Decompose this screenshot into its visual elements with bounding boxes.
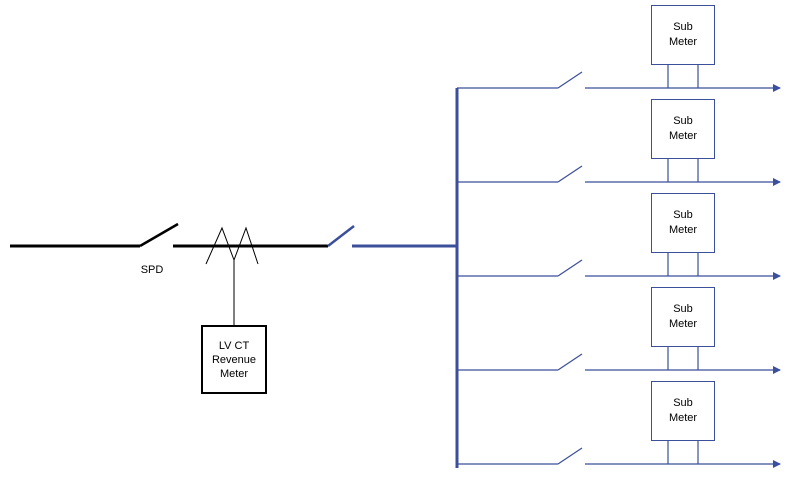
feeder-group <box>457 65 781 468</box>
spd-switch <box>139 222 179 248</box>
feeder-1-breaker <box>557 71 583 89</box>
feeder-5-breaker <box>557 447 583 465</box>
main-breaker-switch <box>327 225 355 247</box>
sub-meter-2-line-1: Sub <box>673 115 693 127</box>
sub-meter-3-line-1: Sub <box>673 209 693 221</box>
sub-meter-5-line-2: Meter <box>668 412 698 424</box>
revenue-meter-line-1: LV CT <box>218 339 250 352</box>
sub-meter-3-line-2: Meter <box>668 224 698 236</box>
sub-meter-1-line-1: Sub <box>673 21 693 33</box>
sub-meter-1-line-2: Meter <box>668 36 698 48</box>
feeder-3-breaker <box>557 259 583 277</box>
sub-meter-4-line-2: Meter <box>668 318 698 330</box>
sub-meter-4-line-1: Sub <box>673 303 693 315</box>
sub-meter-5-line-1: Sub <box>673 397 693 409</box>
feeder-4-breaker <box>557 353 583 371</box>
sub-meter-2-line-2: Meter <box>668 130 698 142</box>
revenue-meter-line-3: Meter <box>219 367 249 380</box>
feeder-2-breaker <box>557 165 583 183</box>
lv-ct-revenue-meter[interactable]: LV CT Revenue Meter <box>201 325 267 394</box>
spd-label: SPD <box>140 264 164 276</box>
revenue-meter-line-2: Revenue <box>211 353 257 366</box>
